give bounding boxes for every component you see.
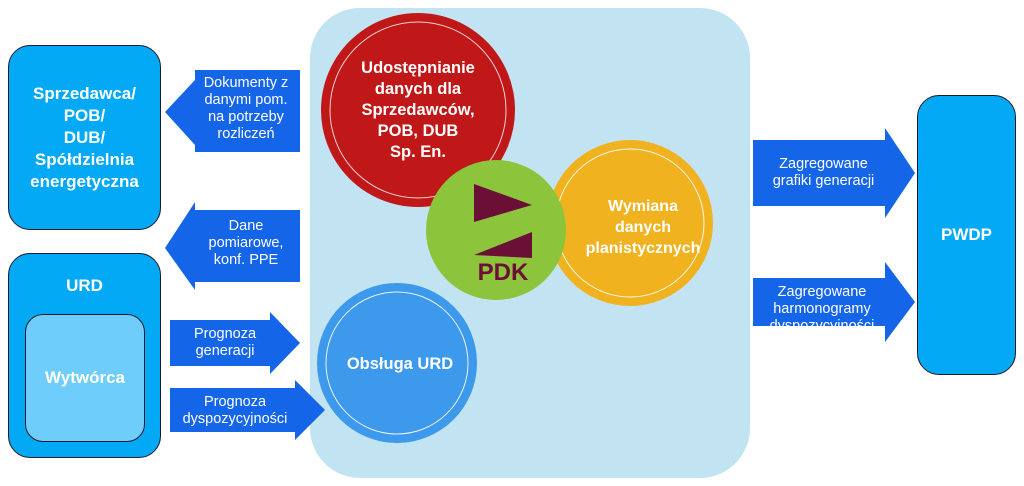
arrow-gen-forecast (170, 312, 300, 374)
wytworca-label: Wytwórca (45, 368, 125, 387)
urd-title: URD (66, 276, 103, 295)
seller-box: Sprzedawca/ POB/ DUB/ Spółdzielnia energ… (8, 45, 161, 230)
orange-circle-label: Wymiana danych planistycznych (568, 190, 718, 264)
wytworca-box: Wytwórca (25, 314, 145, 442)
blue-circle-ring (325, 291, 469, 435)
arrow-gen-forecast-label: Prognoza generacji (193, 326, 257, 359)
arrow-measure-label: Dane pomiarowe, konf. PPE (208, 218, 284, 268)
blue-circle-text: Obsługa URD (346, 354, 454, 373)
green-circle (426, 160, 566, 300)
arrow-agg-gen (753, 128, 915, 218)
arrow-agg-harm-label: Zagregowane harmonogramy dyspozycyjności (769, 284, 875, 334)
arrow-docs-label: Dokumenty z danymi pom. na potrzeby rozl… (203, 75, 289, 142)
arrow-disp-forecast-label: Prognoza dyspozycyjności (182, 394, 288, 427)
red-circle-ring (329, 21, 507, 199)
pwdp-label: PWDP (941, 225, 992, 244)
arrow-docs (165, 70, 300, 152)
red-circle (321, 13, 515, 207)
arrow-agg-gen-label: Zagregowane grafiki generacji (772, 156, 875, 189)
red-circle-label: Udostępnianie danych dla Sprzedawców, PO… (335, 55, 501, 165)
arrow-agg-harm (753, 262, 915, 342)
pdk-logo-text: PDK (477, 259, 529, 286)
orange-circle-text: Wymiana danych planistycznych (585, 197, 701, 257)
arrow-disp-forecast (170, 380, 325, 440)
pdk-logo-icon (474, 184, 532, 258)
urd-box: URD Wytwórca (8, 253, 161, 458)
blue-circle-label: Obsługa URD (330, 350, 470, 378)
seller-box-label: Sprzedawca/ POB/ DUB/ Spółdzielnia energ… (30, 83, 139, 191)
arrow-measure (165, 202, 300, 290)
blue-circle (317, 283, 477, 443)
pwdp-box: PWDP (917, 95, 1016, 375)
red-circle-text: Udostępnianie danych dla Sprzedawców, PO… (361, 58, 475, 161)
orange-circle (547, 140, 713, 306)
